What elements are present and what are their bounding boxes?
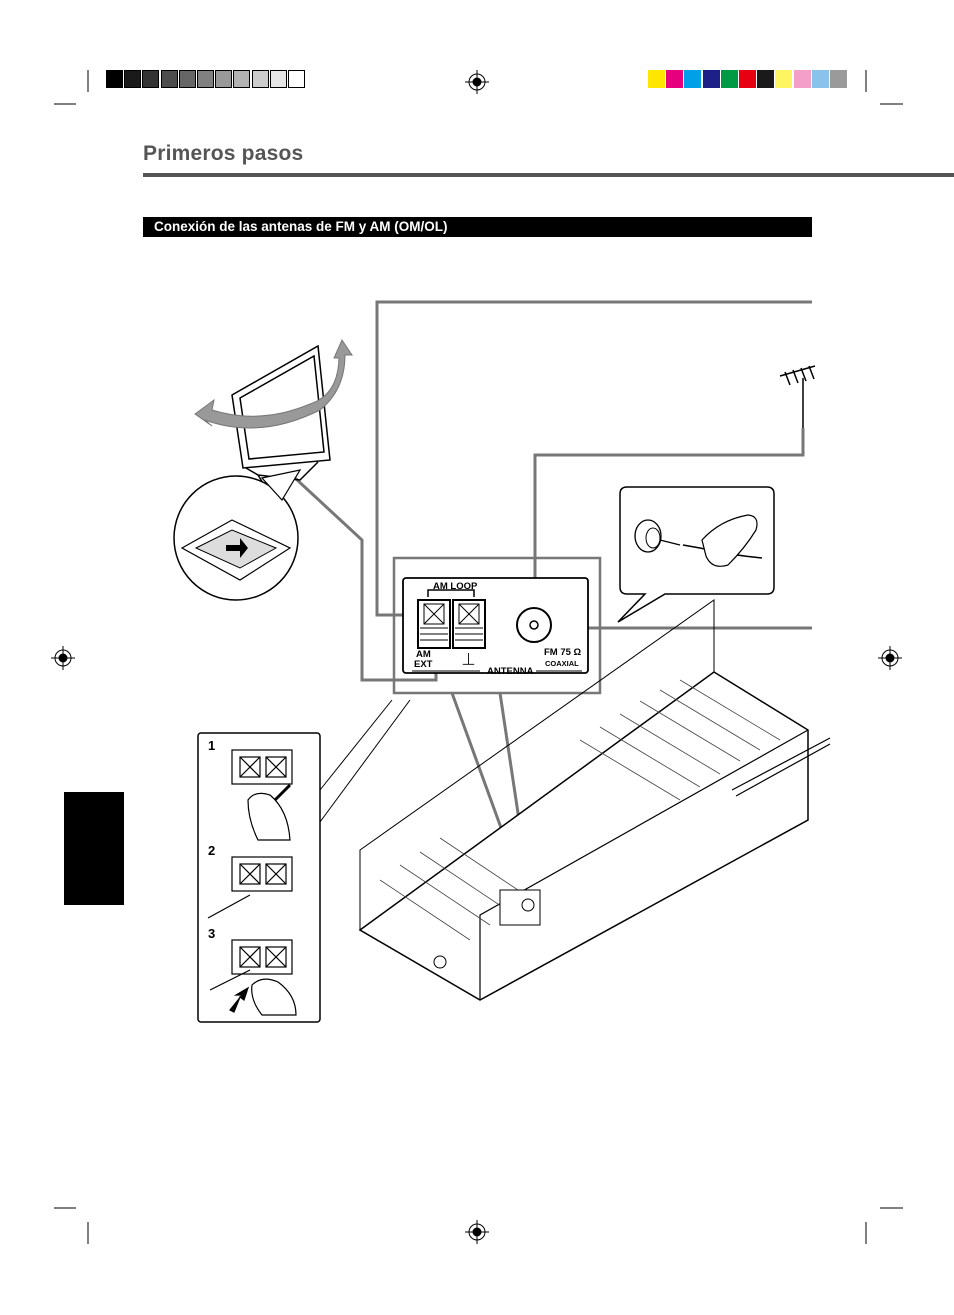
loop-stand-detail [173,469,302,601]
step2-illustration [207,856,293,919]
step3-illustration [209,939,297,1016]
rotate-arrow [194,338,353,429]
color-swatch [702,70,720,88]
fm-cable-line [533,428,805,608]
gray-swatch [288,70,305,88]
ground-symbol: ⏊ [463,654,474,666]
gray-swatch [251,70,269,88]
registration-target-right [878,646,902,670]
color-swatch [720,70,738,88]
fm-plug-detail [617,486,775,623]
color-swatch [684,70,702,88]
color-swatch [793,70,811,88]
am-loop-label: AM LOOP [433,581,478,592]
coaxial-label: COAXIAL [545,659,579,668]
gray-swatch [233,70,251,88]
gray-swatch [106,70,123,88]
fm-outdoor-antenna [779,365,816,428]
step-number-3: 3 [208,926,216,941]
registration-target-top [465,70,489,94]
fm-label: FM 75 Ω [544,647,582,658]
color-swatch [739,70,756,88]
antenna-terminal-panel [402,577,589,674]
panel-callout-box [392,556,602,695]
step1-illustration [231,749,293,841]
registration-target-bottom [465,1220,489,1244]
page-title: Primeros pasos [143,142,304,165]
gray-swatch [178,70,196,88]
antenna-label: ANTENNA [487,666,534,677]
color-swatch [757,70,775,88]
gray-swatch [142,70,160,88]
color-swatch [811,70,829,88]
section-heading-bar [143,217,812,237]
gray-swatch [160,70,178,88]
am-ext-label-line2: EXT [414,659,433,670]
step-instructions-frame [197,699,411,1023]
am-ext-label-line1: AM [416,649,431,660]
step-number-2: 2 [208,843,216,858]
registration-target-left [51,646,75,670]
color-swatch [775,70,793,88]
language-side-tab [64,792,124,905]
gray-swatch [197,70,214,88]
step-number-1: 1 [208,738,216,753]
color-swatch [648,70,665,88]
title-rule [143,173,954,177]
color-swatch [666,70,684,88]
color-swatch [830,70,847,88]
am-wire-frame [375,300,812,617]
section-title: Conexión de las antenas de FM y AM (OM/O… [154,219,448,234]
gray-swatch [269,70,287,88]
gray-swatch [124,70,142,88]
receiver-rear-view [358,599,831,1001]
gray-swatch [215,70,233,88]
